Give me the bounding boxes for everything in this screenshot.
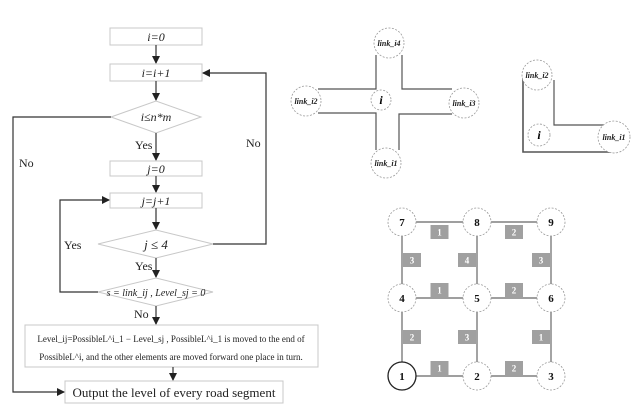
grid-node (387, 207, 417, 237)
intersection-label: i (537, 128, 541, 142)
grid-node-label: 6 (548, 293, 554, 305)
grid-node (387, 361, 417, 391)
flowchart: i=0 i=i+1 i≤n*m Yes j=0 j=j+1 j ≤ 4 Yes … (12, 27, 319, 404)
grid-node (536, 283, 566, 313)
intersection-node (527, 123, 551, 147)
edge-label-box (430, 283, 449, 297)
process-text-line1: Level_ij=PossibleL^i_1 − Level_sj , Poss… (37, 334, 304, 344)
grid-node-label: 7 (399, 217, 405, 229)
edge-label-box (403, 253, 421, 267)
cross-intersection: i link_i4 link_i2 link_i3 link_i1 (290, 27, 480, 179)
condition-s-diamond (97, 277, 214, 307)
link-label-right: link_i1 (602, 133, 625, 142)
edge-label: 1 (539, 333, 544, 343)
road-edge (522, 77, 617, 153)
link-label-right: link_i3 (452, 99, 475, 108)
link-label-left: link_i2 (294, 97, 317, 106)
grid-network: 1 2 3 4 3 1 2 2 3 1 1 2 1 2 3 4 5 6 7 8 9 (387, 207, 566, 391)
grid-node-label: 1 (399, 371, 405, 383)
link-node-top (373, 27, 405, 59)
link-label-top: link_i4 (377, 39, 400, 48)
output-text: Output the level of every road segment (73, 385, 276, 400)
intersection-node (370, 89, 392, 111)
no-exit-arrow (12, 116, 111, 396)
grid-node (462, 361, 492, 391)
link-node-top (521, 59, 553, 91)
edge-label: 1 (437, 228, 442, 238)
road-edge (401, 55, 452, 90)
edge-label-box (505, 283, 523, 297)
edge-label-box (430, 361, 449, 375)
edge-label-box (532, 330, 550, 344)
init-i-text: i=0 (147, 30, 164, 44)
condition-i-diamond (109, 100, 203, 134)
road-edge (318, 55, 377, 90)
no-label: No (19, 156, 34, 170)
increment-j-text: j=j+1 (140, 194, 171, 208)
grid-node (462, 283, 492, 313)
yes-loop-arrow (59, 196, 110, 293)
road-edge (398, 113, 452, 150)
yes-label: Yes (135, 138, 153, 152)
increment-i-text: i=i+1 (142, 66, 171, 80)
edge-label: 2 (512, 286, 517, 296)
grid-node-label: 8 (474, 217, 480, 229)
grid-node-label: 4 (399, 293, 405, 305)
edge-label-box (532, 253, 550, 267)
condition-i-text: i≤n*m (141, 110, 172, 124)
init-j-text: j=0 (145, 162, 164, 176)
process-box (24, 324, 319, 368)
edge-label: 2 (512, 228, 517, 238)
road-edge (318, 112, 377, 150)
edge-label: 1 (437, 364, 442, 374)
no-label: No (246, 136, 261, 150)
grid-node (536, 361, 566, 391)
edge-label-box (458, 253, 476, 267)
grid-node (387, 283, 417, 313)
edge-label: 2 (410, 333, 415, 343)
grid-node-label: 2 (474, 371, 480, 383)
edge-label-box (505, 225, 523, 239)
grid-node (536, 207, 566, 237)
edge-label: 1 (437, 286, 442, 296)
edge-label: 3 (410, 256, 415, 266)
condition-s-text: s = link_ij , Level_sj = 0 (107, 288, 206, 299)
link-node-bottom (370, 147, 402, 179)
grid-node-label: 3 (548, 371, 554, 383)
edge-label-box (458, 330, 476, 344)
link-node-right (448, 87, 480, 119)
link-label-top: link_i2 (525, 71, 548, 80)
grid-node (462, 207, 492, 237)
intersection-label: i (379, 93, 383, 107)
l-intersection: link_i2 i link_i1 (521, 59, 631, 154)
edge-label: 2 (512, 364, 517, 374)
process-text-line2: PossibleL^i, and the other elements are … (39, 352, 302, 362)
link-node-right (597, 120, 631, 154)
output-box (64, 380, 284, 404)
yes-label: Yes (135, 259, 153, 273)
grid-node-label: 5 (474, 293, 480, 305)
condition-j-text: j ≤ 4 (142, 237, 168, 252)
no-loop-arrow (202, 69, 267, 245)
edge-label: 3 (465, 333, 470, 343)
grid-node-label: 9 (548, 217, 554, 229)
no-label: No (134, 307, 149, 321)
edge-label-box (403, 330, 421, 344)
edge-label: 3 (539, 256, 544, 266)
edge-label: 4 (465, 256, 470, 266)
link-label-bottom: link_i1 (374, 159, 397, 168)
edge-label-box (505, 361, 523, 375)
link-node-left (290, 85, 322, 117)
road-edge (553, 80, 604, 126)
edge-label-box (430, 225, 449, 239)
yes-label: Yes (64, 238, 82, 252)
